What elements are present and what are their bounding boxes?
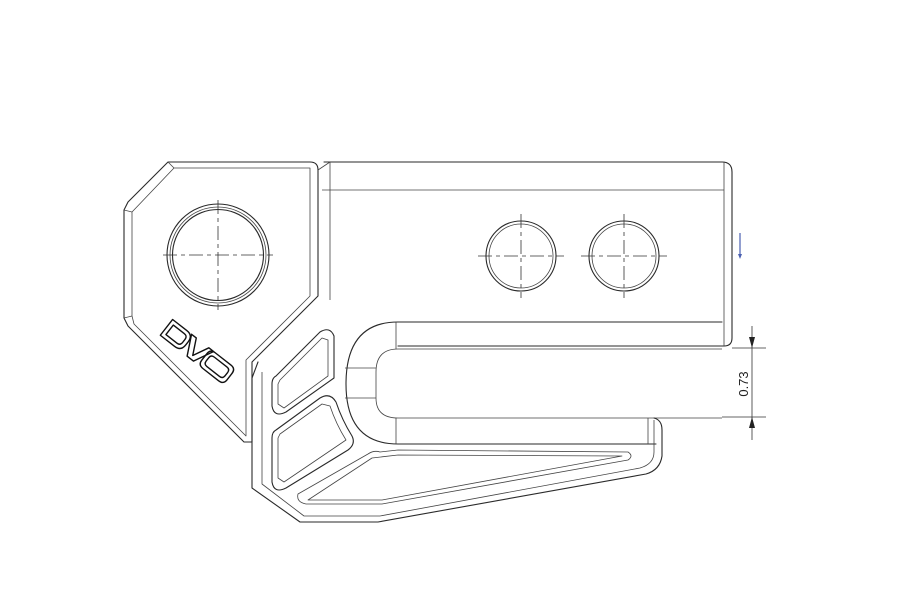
- dv8-logo: [159, 318, 235, 384]
- u-slot: [345, 321, 723, 445]
- large-hole: [163, 200, 273, 310]
- small-hole-1: [478, 214, 564, 298]
- lower-gusset: [251, 361, 663, 523]
- main-arm: [317, 161, 733, 347]
- pocket-upper: [271, 329, 335, 415]
- dimension-0-73: 0.73: [722, 326, 766, 440]
- small-hole-2: [581, 214, 667, 298]
- dimension-label: 0.73: [736, 371, 751, 396]
- blue-marker: [738, 233, 742, 259]
- pocket-lower: [271, 395, 354, 491]
